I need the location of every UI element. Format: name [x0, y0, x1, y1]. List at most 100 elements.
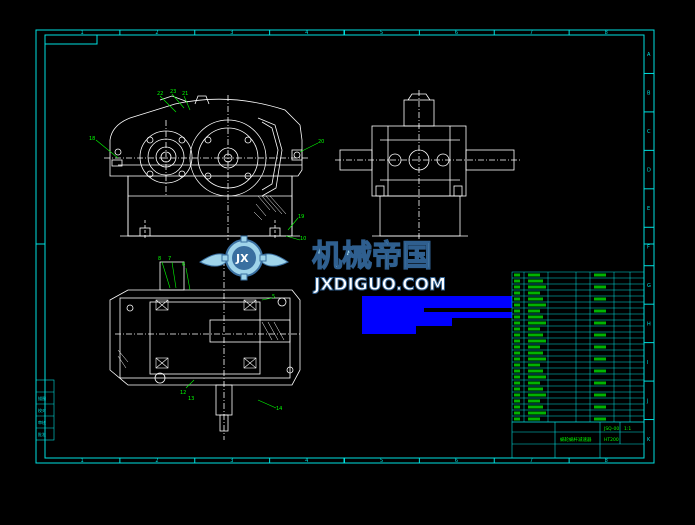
section-view-balloons: 8 7 6 5 14 12 13 10 [158, 236, 306, 412]
balloon-label: 8 [158, 256, 161, 262]
border-row-letter: J [646, 398, 648, 404]
parts-list-entry [514, 315, 520, 319]
parts-list-entry [528, 285, 546, 289]
border-column-number: 2 [155, 458, 158, 464]
balloon-label: 10 [300, 236, 306, 242]
border-row-letter: F [647, 245, 650, 251]
selection-highlight[interactable] [362, 296, 512, 334]
balloon-label: 14 [276, 406, 282, 412]
revision-labels: 描图 校对 审核 批准 [38, 395, 46, 437]
revision-row-label: 审核 [38, 419, 46, 425]
revision-row-label: 校对 [38, 407, 46, 413]
drawing-scale: 1:1 [624, 426, 631, 432]
parts-list-entry [528, 405, 543, 409]
border-ticks-top [119, 30, 570, 463]
balloon-label: 21 [182, 91, 188, 97]
border-row-letter: A [647, 52, 651, 58]
balloon-label: 22 [157, 91, 163, 97]
parts-list-entry [528, 357, 546, 361]
parts-list-entry [528, 321, 546, 325]
parts-list-entry [594, 381, 606, 385]
parts-list-entry [528, 273, 540, 277]
parts-list-entry [514, 273, 520, 277]
logo-letters: JX [235, 252, 249, 265]
front-view-leaders [95, 93, 319, 241]
revision-block [35, 379, 55, 441]
border-column-number: 5 [380, 30, 383, 36]
parts-list-entry [514, 375, 520, 379]
parts-list-entry [594, 273, 606, 277]
parts-list-entry [528, 303, 546, 307]
parts-list-entry [528, 309, 540, 313]
parts-list-entry [528, 381, 540, 385]
border-row-letter: D [647, 168, 651, 174]
parts-list-entry [514, 309, 520, 313]
parts-list-entry [528, 333, 543, 337]
parts-list-entry [594, 405, 606, 409]
border-row-letter: H [647, 321, 651, 327]
parts-list-entry [594, 345, 606, 349]
parts-list-entry [514, 297, 520, 301]
title-block-text: 蜗轮蜗杆减速器 JSQ-00 HT200 1:1 [560, 426, 631, 443]
parts-list-entry [594, 369, 606, 373]
parts-list-entry [594, 357, 606, 361]
border-column-number: 1 [80, 30, 83, 36]
balloon-label: 5 [272, 294, 275, 300]
drawing-number: JSQ-00 [603, 426, 619, 432]
parts-list-entry [514, 393, 520, 397]
parts-list-entry [514, 399, 520, 403]
parts-list-entry [514, 333, 520, 337]
border-row-letter: K [647, 437, 651, 443]
border-row-letter: G [647, 283, 651, 289]
parts-list-entry [594, 321, 606, 325]
title-block[interactable] [511, 421, 645, 459]
border-column-number: 4 [305, 458, 308, 464]
border-column-number: 7 [530, 458, 533, 464]
parts-list-entry [594, 285, 606, 289]
border-row-letter: C [647, 129, 651, 135]
parts-list-entry [514, 387, 520, 391]
watermark-subtitle: JXDIGUO.COM [313, 275, 446, 295]
border-column-number: 3 [230, 30, 233, 36]
parts-list-entry [528, 345, 540, 349]
border-column-number: 6 [455, 458, 458, 464]
parts-list-entry [594, 297, 606, 301]
watermark-title: 机械帝国 [312, 239, 432, 274]
parts-list-entry [528, 297, 543, 301]
parts-list-entry [514, 345, 520, 349]
parts-list-entry [514, 291, 520, 295]
revision-row-label: 描图 [38, 395, 46, 401]
balloon-label: 18 [89, 136, 95, 142]
border-column-number: 6 [455, 30, 458, 36]
parts-list-entry [514, 405, 520, 409]
watermark-logo: JX 机械帝国 JXDIGUO.COM [199, 235, 447, 296]
parts-list-entry [528, 327, 540, 331]
parts-list-entry [594, 417, 606, 421]
parts-list-entry [514, 357, 520, 361]
border-column-number: 7 [530, 30, 533, 36]
parts-list-entry [514, 285, 520, 289]
balloon-label: 12 [180, 390, 186, 396]
side-view-gearbox[interactable] [335, 90, 520, 240]
front-view-gearbox[interactable] [104, 95, 310, 240]
section-view-gearbox[interactable] [109, 260, 301, 440]
parts-list-table[interactable] [511, 271, 645, 423]
parts-list-entry [528, 339, 546, 343]
parts-list-entry [528, 291, 540, 295]
parts-list-entry [594, 333, 606, 337]
border-column-number: 3 [230, 458, 233, 464]
balloon-label: 19 [298, 214, 304, 220]
parts-list-entry [528, 351, 543, 355]
parts-list-entry [514, 369, 520, 373]
parts-list-entry [528, 399, 540, 403]
parts-list-entry [594, 393, 606, 397]
parts-list-entry [528, 369, 543, 373]
border-column-number: 8 [605, 458, 608, 464]
parts-list-entry [514, 417, 520, 421]
revision-row-label: 批准 [38, 431, 46, 437]
border-column-number: 2 [155, 30, 158, 36]
